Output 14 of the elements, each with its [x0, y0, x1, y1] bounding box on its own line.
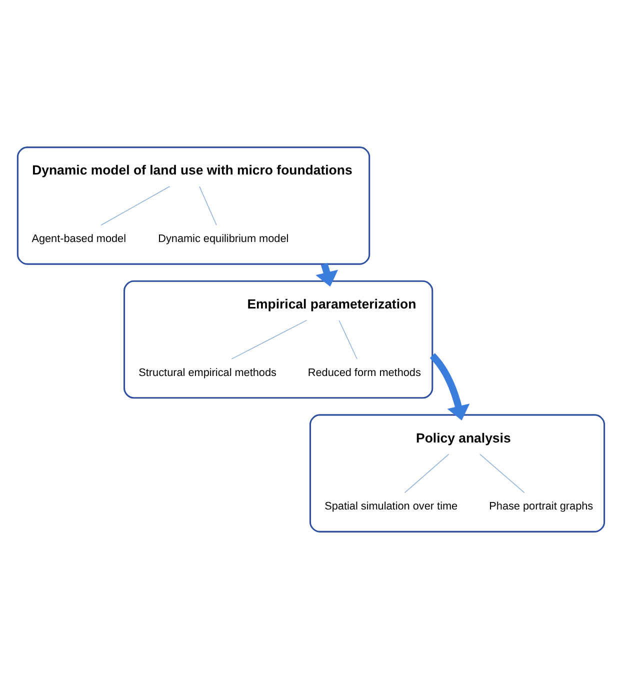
- connector: [480, 453, 525, 493]
- node-text: Structural empirical methods: [138, 366, 276, 378]
- connector: [231, 319, 308, 359]
- arrow: [316, 262, 338, 286]
- node-text: Spatial simulation over time: [324, 500, 458, 512]
- node-text: Phase portrait graphs: [489, 500, 594, 512]
- node-text: Agent-based model: [32, 232, 126, 245]
- connector: [100, 186, 170, 225]
- connector: [199, 186, 217, 225]
- node-text: Dynamic equilibrium model: [158, 232, 289, 245]
- connector: [404, 453, 450, 493]
- arrow: [430, 352, 470, 420]
- connector: [338, 319, 358, 359]
- node-text: Reduced form methods: [308, 366, 421, 378]
